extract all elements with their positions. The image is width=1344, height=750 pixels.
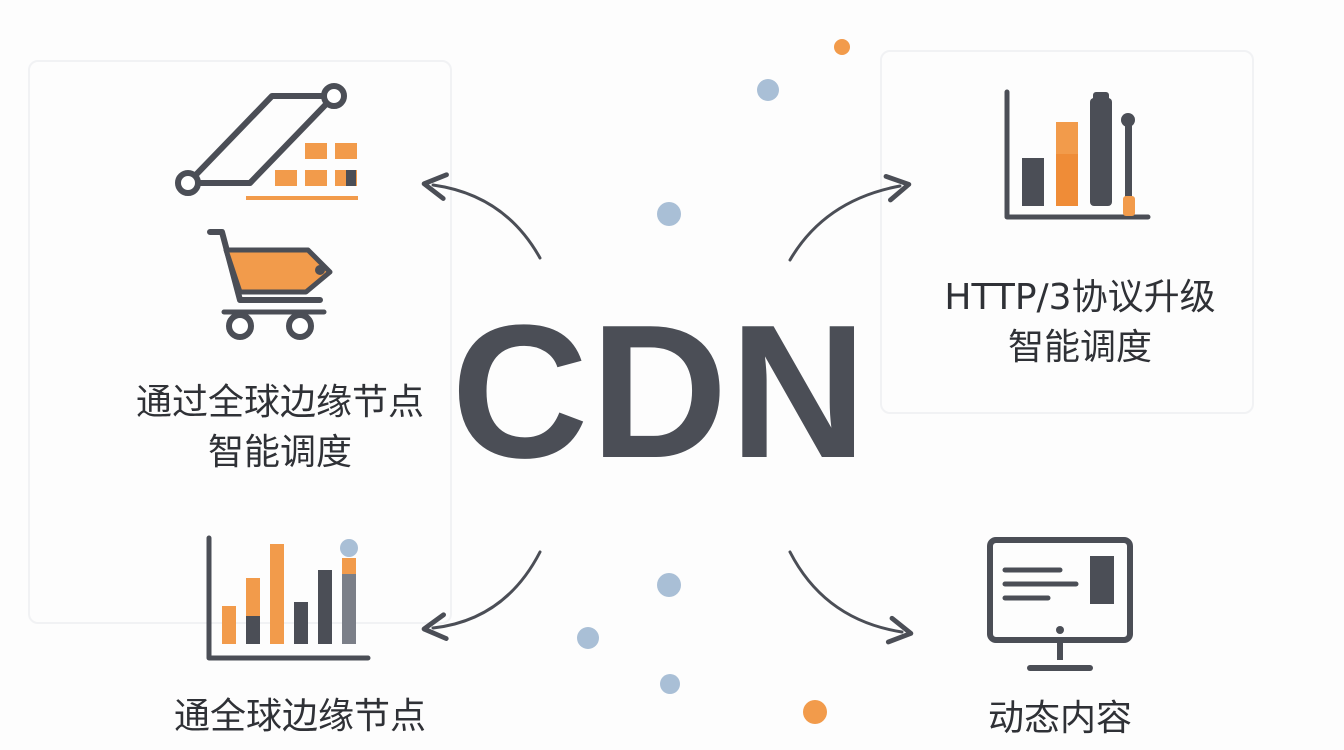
arrow-to-top-right bbox=[788, 174, 912, 262]
label-bottom-right-line-1: 动态内容 bbox=[987, 698, 1132, 739]
decor-dot bbox=[657, 573, 681, 597]
label-top-right-line-1: HTTP/3协议升级 bbox=[944, 277, 1216, 318]
arrow-to-bottom-left bbox=[421, 550, 542, 641]
bg-frame-left bbox=[28, 60, 452, 624]
shopping-cart-icon bbox=[207, 229, 333, 340]
decor-dot bbox=[834, 39, 850, 55]
decor-dot bbox=[577, 627, 599, 649]
label-bottom-right: 动态内容 bbox=[940, 694, 1180, 744]
label-top-left-line-2: 智能调度 bbox=[207, 432, 352, 473]
label-top-left: 通过全球边缘节点 智能调度 bbox=[100, 378, 460, 478]
decor-dot bbox=[660, 674, 680, 694]
label-top-right-line-2: 智能调度 bbox=[1007, 327, 1152, 368]
network-grid-icon bbox=[175, 83, 358, 200]
monitor-icon bbox=[987, 537, 1133, 671]
bar-chart-icon bbox=[206, 535, 371, 661]
label-top-right: HTTP/3协议升级 智能调度 bbox=[895, 273, 1265, 373]
bg-frame-right bbox=[880, 50, 1254, 414]
arrow-to-top-left bbox=[421, 172, 542, 260]
decor-dot bbox=[803, 700, 827, 724]
decor-dot bbox=[657, 202, 681, 226]
decor-dot bbox=[757, 79, 779, 101]
label-bottom-left-line-1: 通全球边缘节点 bbox=[173, 696, 426, 737]
arrow-to-bottom-right bbox=[788, 550, 914, 645]
label-top-left-line-1: 通过全球边缘节点 bbox=[135, 382, 424, 423]
label-bottom-left: 通全球边缘节点 bbox=[110, 692, 490, 742]
cdn-title: CDN bbox=[451, 286, 869, 498]
bar-chart-icon bbox=[1004, 89, 1151, 220]
